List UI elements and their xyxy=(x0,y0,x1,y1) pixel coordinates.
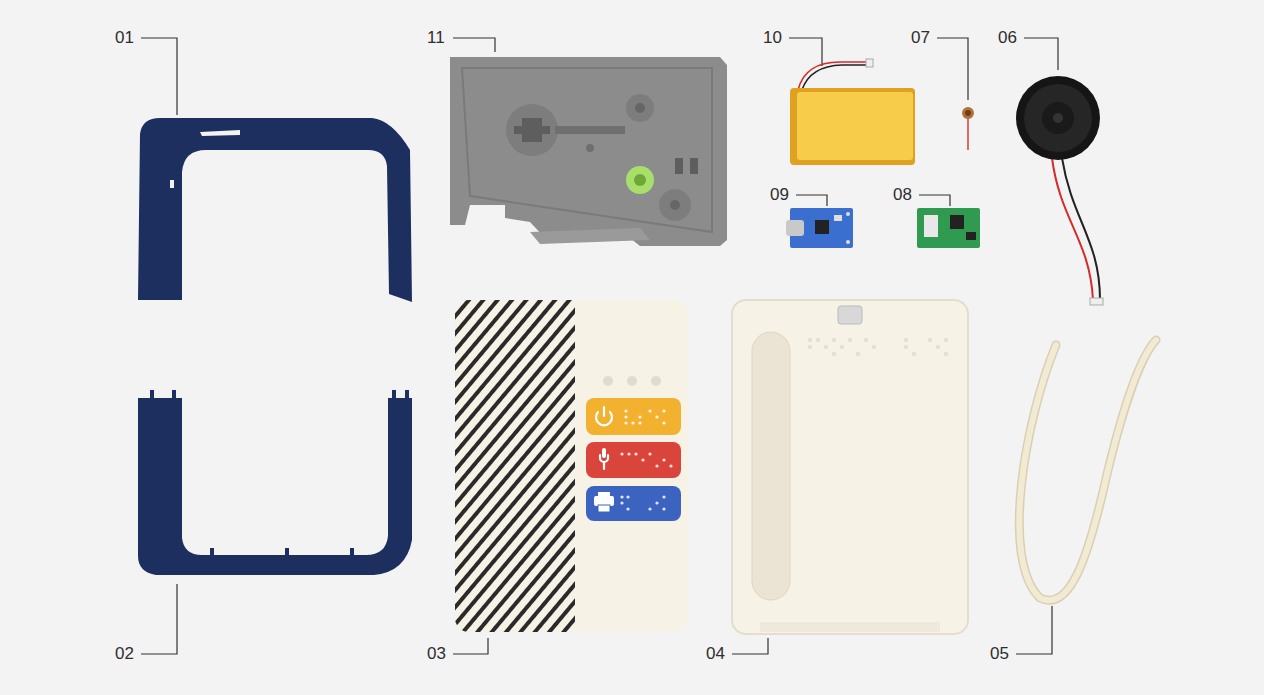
callout-number: 09 xyxy=(770,185,789,205)
callout-number: 06 xyxy=(998,28,1017,48)
tape-cassette xyxy=(450,57,727,246)
speaker xyxy=(1016,76,1103,305)
callout-number: 05 xyxy=(990,644,1009,664)
audio-board xyxy=(917,208,980,248)
callout-number: 07 xyxy=(911,28,930,48)
callout-number: 11 xyxy=(427,28,445,48)
callout-number: 03 xyxy=(427,644,446,664)
microphone xyxy=(962,107,974,150)
back-panel xyxy=(732,300,968,634)
front-panel xyxy=(455,300,688,632)
battery xyxy=(790,59,915,165)
callout-number: 02 xyxy=(115,644,134,664)
callout-number: 10 xyxy=(763,28,782,48)
charging-board xyxy=(786,208,853,248)
strap xyxy=(1019,340,1156,600)
callout-number: 04 xyxy=(706,644,725,664)
top-frame xyxy=(138,118,412,302)
callout-number: 01 xyxy=(115,28,134,48)
callout-number: 08 xyxy=(893,185,912,205)
bottom-frame xyxy=(138,390,412,575)
